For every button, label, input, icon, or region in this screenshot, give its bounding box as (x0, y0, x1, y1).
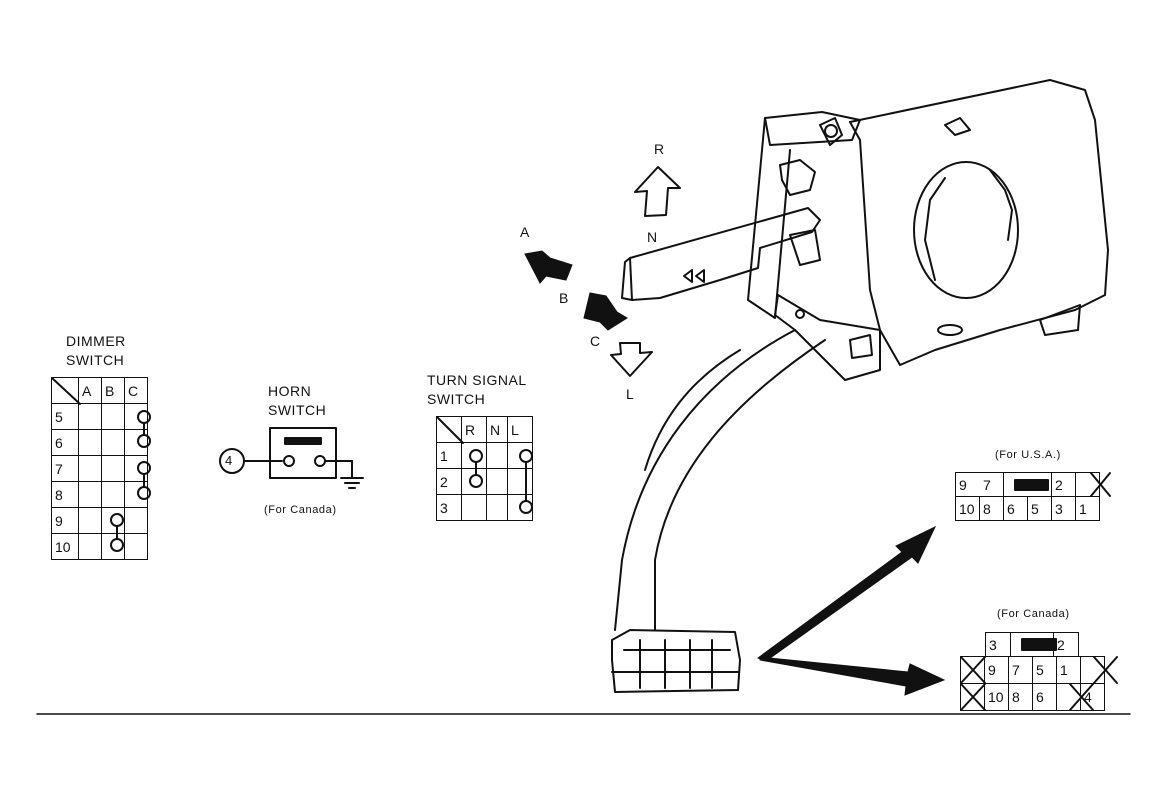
usa-pin-1: 1 (1075, 496, 1100, 521)
dimmer-corner-diagonal (51, 377, 81, 405)
combination-switch-body (747, 79, 1109, 381)
turn-signal-lever (621, 207, 821, 301)
canada-pin-9: 9 (984, 656, 1009, 684)
direction-label-b: B (559, 290, 569, 306)
dimmer-row-9: 9 (51, 507, 79, 534)
pointer-arrow-usa (756, 525, 937, 662)
dimmer-title-line2: SWITCH (66, 352, 125, 368)
direction-label-r: R (654, 141, 665, 157)
usa-pin-8: 8 (979, 496, 1004, 521)
connector-canada-title: (For Canada) (997, 608, 1070, 620)
horn-switch-schematic (219, 427, 364, 489)
direction-label-c: C (590, 333, 601, 349)
usa-pin-10: 10 (955, 496, 980, 521)
canada-pin-10: 10 (984, 683, 1009, 711)
arrow-up-r (634, 166, 681, 217)
turn-title-line1: TURN SIGNAL (427, 372, 527, 388)
turn-continuity-symbols (469, 449, 533, 514)
dimmer-row-8: 8 (51, 481, 79, 508)
dimmer-row-5: 5 (51, 403, 79, 430)
canada-pin-empty-2 (1080, 656, 1105, 684)
dimmer-continuity-symbols (110, 410, 151, 552)
usa-pin-5: 5 (1027, 496, 1052, 521)
canada-key-block (1021, 638, 1057, 651)
canada-x-marks (960, 656, 1118, 711)
direction-label-a: A (520, 224, 530, 240)
usa-pin-3: 3 (1051, 496, 1076, 521)
dimmer-title-line1: DIMMER (66, 333, 126, 349)
canada-pin-2: 2 (1053, 632, 1079, 657)
direction-label-l: L (626, 386, 635, 402)
canada-pin-8: 8 (1008, 683, 1033, 711)
usa-key-block (1014, 479, 1049, 491)
arrow-b (583, 292, 628, 331)
turn-signal-table: R N L 1 2 3 (436, 416, 533, 521)
horn-terminal-label: 4 (225, 453, 233, 468)
arrow-a (524, 250, 573, 284)
dimmer-row-10: 10 (51, 533, 79, 560)
pointer-arrow-canada (759, 656, 946, 696)
horn-title-line1: HORN (268, 383, 312, 399)
harness-connector (611, 629, 741, 693)
direction-label-n: N (647, 229, 658, 245)
connector-usa-table: 9 7 2 10 8 6 5 3 1 (955, 472, 1100, 521)
canada-pin-empty-4 (1056, 683, 1081, 711)
turn-col-l: L (507, 416, 533, 443)
turn-row-3: 3 (436, 494, 462, 521)
dimmer-col-c: C (124, 377, 148, 404)
turn-row-2: 2 (436, 468, 462, 495)
solid-arrows (524, 250, 946, 696)
connector-usa-title: (For U.S.A.) (995, 449, 1061, 461)
horn-title-line2: SWITCH (268, 402, 327, 418)
turn-title-line2: SWITCH (427, 391, 486, 407)
arrow-down-l (610, 342, 653, 377)
usa-pin-empty-x (1075, 472, 1100, 497)
turn-corner-diagonal (436, 416, 464, 444)
horn-note: (For Canada) (264, 504, 337, 516)
turn-row-1: 1 (436, 442, 462, 469)
wire-harness (614, 329, 826, 631)
usa-pin-9: 9 (955, 472, 980, 497)
